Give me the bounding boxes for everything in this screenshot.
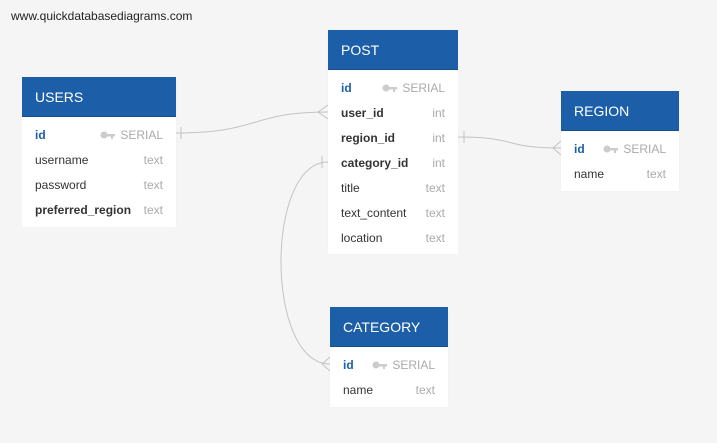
field-name: region_id bbox=[341, 131, 396, 145]
field-row[interactable]: region_id int bbox=[328, 126, 458, 151]
field-type: text bbox=[425, 206, 445, 220]
field-name: preferred_region bbox=[35, 203, 132, 217]
field-type: SERIAL bbox=[392, 358, 435, 372]
field-name: id bbox=[343, 358, 354, 372]
key-icon bbox=[372, 361, 388, 369]
field-name: user_id bbox=[341, 106, 384, 120]
field-name: title bbox=[341, 181, 360, 195]
field-row[interactable]: id SERIAL bbox=[330, 353, 448, 378]
field-type: SERIAL bbox=[623, 142, 666, 156]
field-type: SERIAL bbox=[120, 128, 163, 142]
field-type: int bbox=[432, 106, 445, 120]
field-name: id bbox=[341, 81, 352, 95]
field-row[interactable]: name text bbox=[330, 378, 448, 403]
table-post[interactable]: POST id SERIAL user_id int region_id int… bbox=[328, 30, 458, 254]
table-title: USERS bbox=[22, 77, 176, 117]
table-title: CATEGORY bbox=[330, 307, 448, 347]
field-name: id bbox=[574, 142, 585, 156]
field-row[interactable]: user_id int bbox=[328, 101, 458, 126]
link-post-region bbox=[457, 136, 562, 149]
table-category[interactable]: CATEGORY id SERIAL name text bbox=[330, 307, 448, 407]
field-row[interactable]: location text bbox=[328, 226, 458, 251]
link-users-post bbox=[175, 111, 329, 134]
link-many-marker bbox=[317, 104, 329, 120]
field-name: name bbox=[343, 383, 374, 397]
field-row[interactable]: text_content text bbox=[328, 201, 458, 226]
link-many-marker bbox=[552, 140, 562, 156]
field-name: text_content bbox=[341, 206, 407, 220]
field-name: name bbox=[574, 167, 605, 181]
field-type: text bbox=[143, 153, 163, 167]
field-name: username bbox=[35, 153, 89, 167]
field-type: text bbox=[425, 231, 445, 245]
key-icon bbox=[603, 145, 619, 153]
field-name: password bbox=[35, 178, 87, 192]
field-type: text bbox=[415, 383, 435, 397]
field-name: category_id bbox=[341, 156, 409, 170]
table-region[interactable]: REGION id SERIAL name text bbox=[561, 91, 679, 191]
table-title: REGION bbox=[561, 91, 679, 131]
table-title: POST bbox=[328, 30, 458, 70]
field-type: text bbox=[425, 181, 445, 195]
field-name: location bbox=[341, 231, 383, 245]
field-row[interactable]: id SERIAL bbox=[328, 76, 458, 101]
field-type: int bbox=[432, 131, 445, 145]
field-row[interactable]: title text bbox=[328, 176, 458, 201]
field-type: text bbox=[646, 167, 666, 181]
field-type: SERIAL bbox=[402, 81, 445, 95]
field-type: text bbox=[143, 178, 163, 192]
field-row[interactable]: password text bbox=[22, 173, 176, 198]
field-type: int bbox=[432, 156, 445, 170]
field-row[interactable]: id SERIAL bbox=[22, 123, 176, 148]
link-many-marker bbox=[321, 356, 331, 372]
field-type: text bbox=[143, 203, 163, 217]
field-row[interactable]: name text bbox=[561, 162, 679, 187]
key-icon bbox=[100, 131, 116, 139]
field-name: id bbox=[35, 128, 46, 142]
field-row[interactable]: preferred_region text bbox=[22, 198, 176, 223]
field-row[interactable]: id SERIAL bbox=[561, 137, 679, 162]
field-row[interactable]: username text bbox=[22, 148, 176, 173]
link-post-category bbox=[280, 161, 331, 365]
key-icon bbox=[382, 84, 398, 92]
field-row[interactable]: category_id int bbox=[328, 151, 458, 176]
watermark: www.quickdatabasediagrams.com bbox=[11, 9, 193, 23]
table-users[interactable]: USERS id SERIAL username text password t… bbox=[22, 77, 176, 227]
